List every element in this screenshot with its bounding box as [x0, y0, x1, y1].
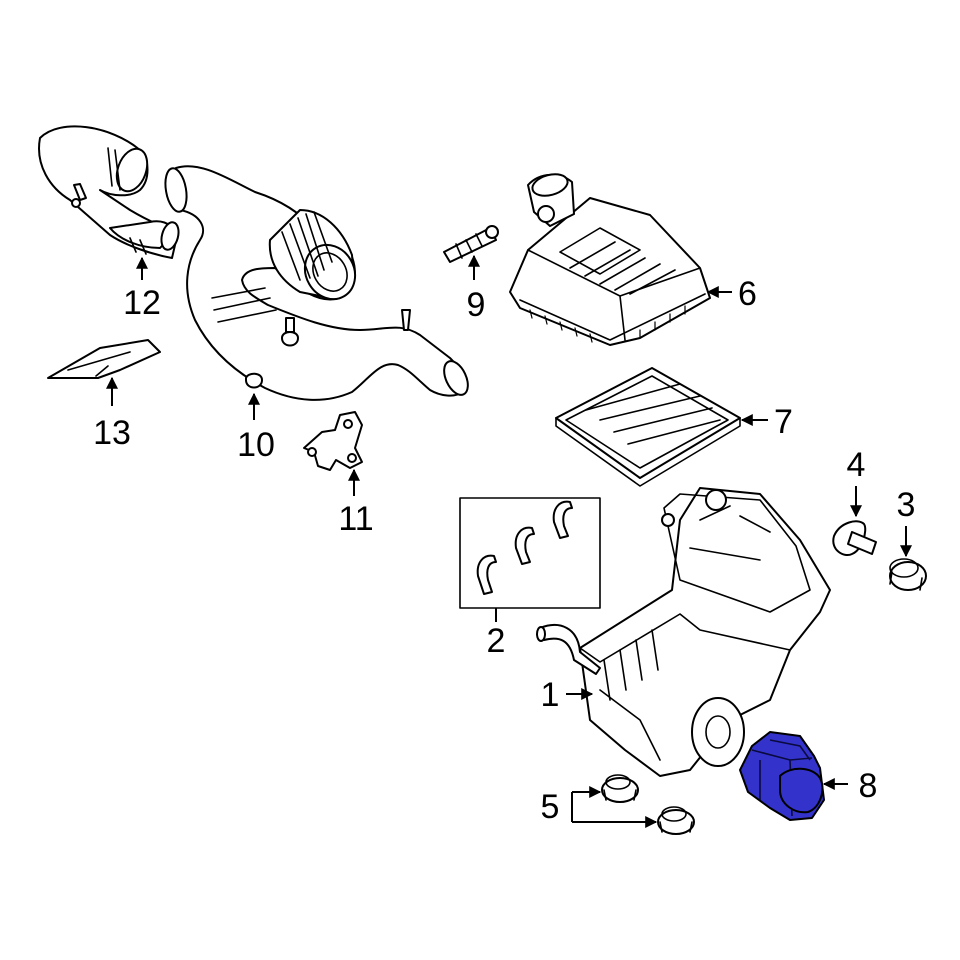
callout-12[interactable]: 12	[123, 284, 161, 322]
part-9-sensor[interactable]	[443, 225, 499, 263]
callout-1[interactable]: 1	[541, 676, 560, 714]
part-11-bracket[interactable]	[303, 411, 363, 471]
leader-lines	[106, 254, 912, 828]
callout-3[interactable]: 3	[897, 486, 916, 524]
callout-4[interactable]: 4	[847, 446, 866, 484]
callout-5[interactable]: 5	[541, 788, 560, 826]
part-3-grommet[interactable]	[889, 558, 927, 591]
part-5-grommets[interactable]	[601, 774, 695, 835]
callout-6[interactable]: 6	[738, 275, 757, 313]
part-6-air-cleaner-cover[interactable]	[509, 171, 711, 346]
part-12-intake-duct[interactable]	[38, 125, 181, 259]
callout-10[interactable]: 10	[237, 426, 275, 464]
part-10-intake-tube[interactable]	[162, 165, 472, 401]
part-7-air-filter[interactable]	[555, 367, 741, 487]
callout-2[interactable]: 2	[487, 622, 506, 660]
callout-labels: 12 13 10 11 9 6 7 4 3 2 1 5 8	[93, 275, 915, 826]
part-1-air-cleaner-box[interactable]	[536, 487, 831, 777]
callout-13[interactable]: 13	[93, 414, 131, 452]
part-4-stud[interactable]	[832, 520, 877, 556]
part-2-clips-set[interactable]	[459, 497, 601, 609]
callout-9[interactable]: 9	[467, 286, 486, 324]
callout-7[interactable]: 7	[774, 403, 793, 441]
callout-8[interactable]: 8	[859, 767, 878, 805]
part-13-bracket[interactable]	[47, 339, 161, 379]
part-8-mount-highlighted[interactable]	[739, 731, 825, 821]
callout-11[interactable]: 11	[338, 500, 373, 538]
